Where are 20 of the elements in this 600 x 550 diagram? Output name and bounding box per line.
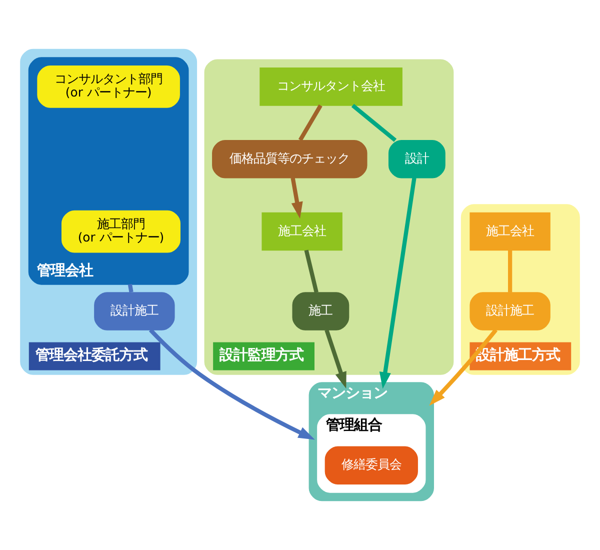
node-box: 設計施工 <box>470 292 550 330</box>
node-box: 価格品質等のチェック <box>212 140 368 178</box>
arrow <box>290 178 303 219</box>
connector <box>298 104 322 142</box>
node-box: 施工会社 <box>262 212 342 251</box>
node-box: 施工 <box>292 292 350 330</box>
arrow <box>379 178 416 389</box>
connector <box>304 250 318 293</box>
node-box: コンサルタント会社 <box>260 68 402 106</box>
node-box: 修繕委員会 <box>324 446 418 485</box>
node-box: 施工部門 (or パートナー) <box>61 210 180 253</box>
connector <box>508 250 512 292</box>
connector <box>351 104 397 142</box>
node-box: 設計施工 <box>94 292 175 330</box>
connector <box>128 284 134 292</box>
node-box: 施工会社 <box>470 212 550 251</box>
node-box: コンサルタント部門 (or パートナー) <box>37 65 180 108</box>
node-box: 設計 <box>388 140 446 178</box>
arrow <box>429 328 498 406</box>
arrow <box>324 329 346 389</box>
